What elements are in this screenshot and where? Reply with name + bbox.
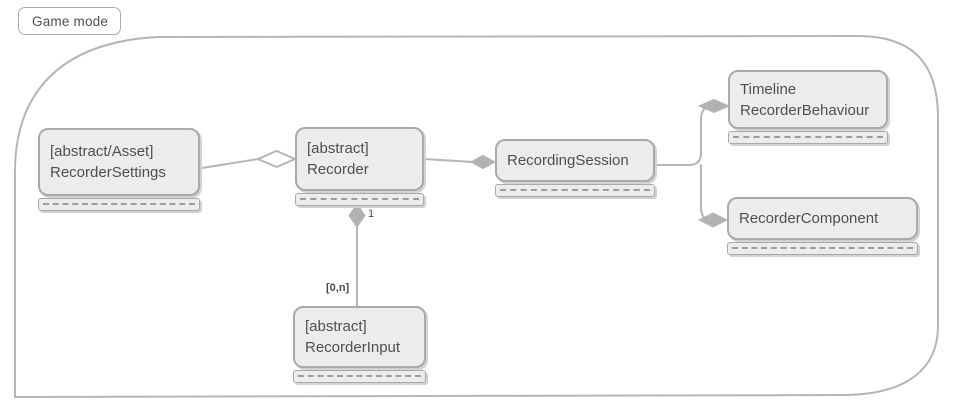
multiplicity-label-0n: [0,n] [326,282,350,294]
game-mode-label: Game mode [32,13,109,29]
edge-recordingsession-recordercomponent [700,164,712,221]
node-recorder-component: RecorderComponent [727,197,918,255]
game-mode-container-outline [14,34,939,399]
node-title: Recorder [307,161,369,178]
game-mode-tab: Game mode [18,7,121,35]
node-title: RecorderComponent [739,210,879,227]
edge-recorder-recordingsession [423,158,474,163]
node-recorder-settings: [abstract/Asset] RecorderSettings [38,128,200,211]
node-recorder-component-body: RecorderComponent [727,197,918,240]
node-title: RecorderSettings [50,164,166,181]
node-recorder-input-compartment [293,370,426,383]
node-stereotype: [abstract] [305,318,367,335]
node-recorder-input: [abstract] RecorderInput [293,306,426,383]
edge-recordingsession-timelinebehaviour [654,105,713,166]
node-recording-session-body: RecordingSession [495,139,655,182]
composition-diamond-recordingsession [469,154,497,170]
node-title: RecordingSession [507,152,629,169]
node-recorder-body: [abstract] Recorder [295,127,424,191]
node-title: RecorderInput [305,339,401,356]
node-recording-session-compartment [495,184,655,197]
node-recorder: [abstract] Recorder [295,127,424,206]
node-stereotype: [abstract] [307,140,369,157]
node-timeline-recorder-behaviour-compartment [728,131,888,144]
node-recorder-settings-compartment [38,198,200,211]
node-timeline-recorder-behaviour: Timeline RecorderBehaviour [728,70,888,144]
node-stereotype: [abstract/Asset] [50,143,154,160]
node-timeline-recorder-behaviour-body: Timeline RecorderBehaviour [728,70,888,129]
node-title-line2: RecorderBehaviour [740,101,870,119]
node-recorder-input-body: [abstract] RecorderInput [293,306,426,368]
edge-recordersettings-recorder [201,158,259,169]
multiplicity-label-1: 1 [368,208,375,220]
node-recorder-compartment [295,193,424,206]
node-recorder-settings-body: [abstract/Asset] RecorderSettings [38,128,200,196]
composition-diamond-recorder-input [348,203,366,228]
aggregation-diamond-recorder [255,149,298,169]
node-recorder-component-compartment [727,242,918,255]
node-title-line1: Timeline [740,80,797,98]
node-recording-session: RecordingSession [495,139,655,197]
